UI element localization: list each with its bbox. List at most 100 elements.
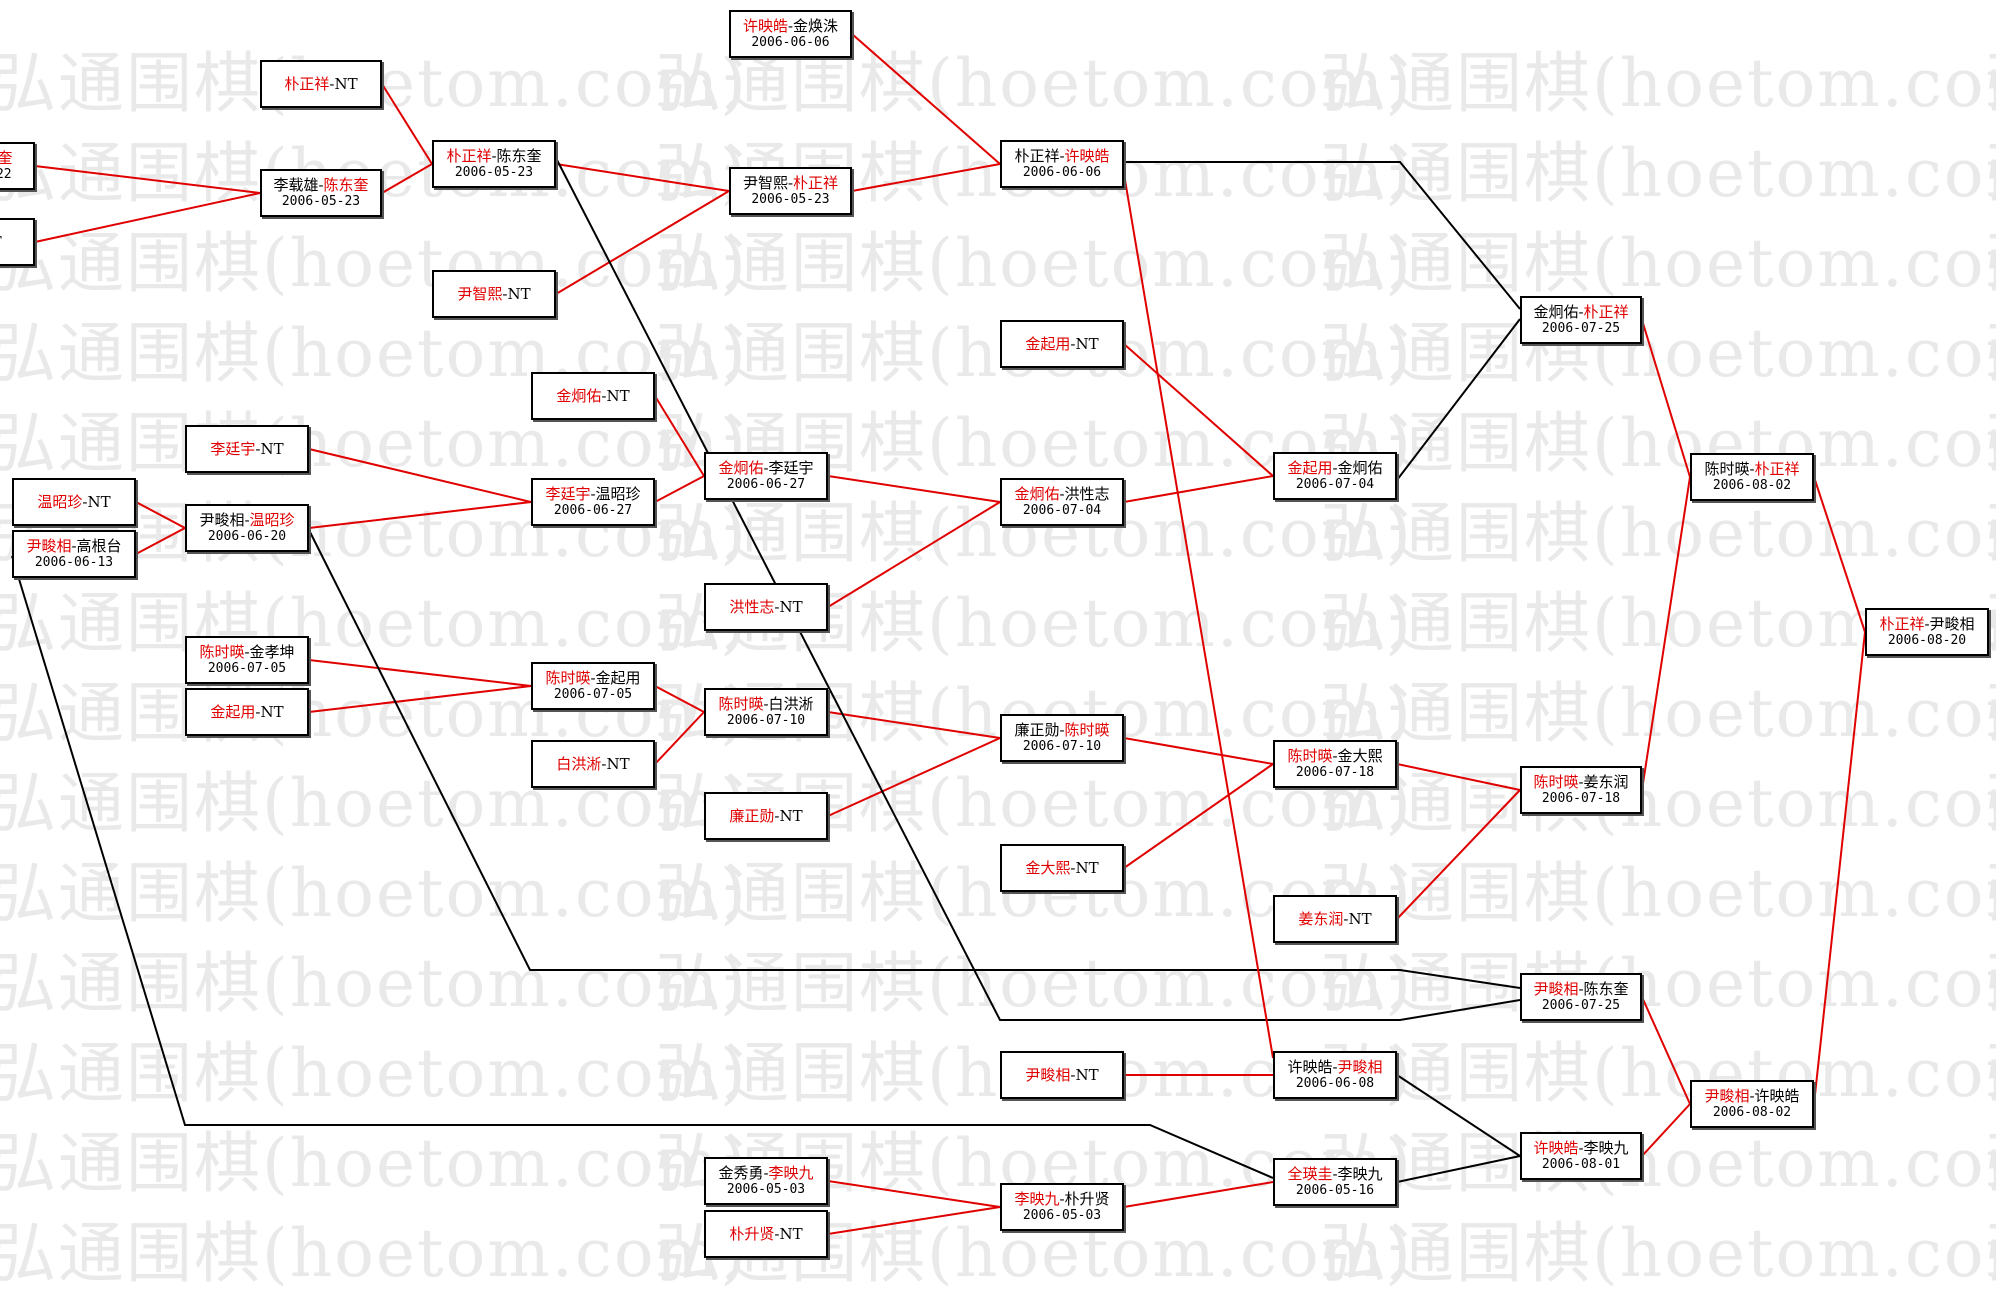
player-one: 尹智熙 bbox=[457, 285, 503, 303]
player-one: 廉正勋 bbox=[1014, 721, 1060, 739]
match-players: 金炯佑-李廷宇 bbox=[718, 459, 813, 477]
connector-line bbox=[1396, 1155, 1521, 1183]
player-separator: - bbox=[1343, 910, 1349, 928]
player-separator: - bbox=[1059, 147, 1065, 165]
player-one: 陈时暎 bbox=[1287, 747, 1333, 765]
match-players: 朴正祥-NT bbox=[284, 75, 357, 93]
match-date: 2006-06-27 bbox=[726, 477, 806, 492]
match-node[interactable]: 白洪淅-NT bbox=[531, 740, 655, 788]
player-separator: - bbox=[1749, 460, 1755, 478]
player-two: 金起用 bbox=[595, 669, 641, 687]
match-players: 白洪淅-NT bbox=[556, 755, 629, 773]
winner-connector-line bbox=[34, 192, 261, 243]
player-one: 李廷宇 bbox=[545, 485, 591, 503]
player-one: 姜东润 bbox=[1298, 910, 1344, 928]
player-one: 廉正勋 bbox=[729, 807, 775, 825]
winner-connector-line bbox=[1813, 476, 1866, 633]
match-node[interactable]: 廉正勋-NT bbox=[704, 792, 828, 840]
match-node[interactable]: 尹正-NT bbox=[0, 218, 35, 266]
match-players: 尹正-陈东奎 bbox=[0, 149, 13, 167]
match-node[interactable]: 朴正祥-NT bbox=[260, 60, 382, 108]
player-two: 姜东润 bbox=[1583, 773, 1629, 791]
winner-connector-line bbox=[135, 527, 186, 555]
player-two: 温昭珍 bbox=[595, 485, 641, 503]
match-node[interactable]: 朴升贤-NT bbox=[704, 1210, 828, 1258]
player-one: 李廷宇 bbox=[210, 440, 256, 458]
match-players: 廉正勋-NT bbox=[729, 807, 802, 825]
player-separator: - bbox=[329, 75, 335, 93]
match-date: 2006-06-08 bbox=[1295, 1076, 1375, 1091]
match-players: 许映皓-尹畯相 bbox=[1287, 1058, 1382, 1076]
player-two: NT bbox=[507, 285, 531, 303]
player-one: 全瑛圭 bbox=[1287, 1165, 1333, 1183]
match-node[interactable]: 金起用-NT bbox=[1000, 320, 1124, 368]
match-node[interactable]: 金起用-NT bbox=[185, 688, 309, 736]
match-node[interactable]: 洪性志-NT bbox=[704, 583, 828, 631]
player-separator: - bbox=[774, 1225, 780, 1243]
player-two: NT bbox=[87, 493, 111, 511]
match-node[interactable]: 尹畯相-NT bbox=[1000, 1051, 1124, 1099]
player-two: 金孝坤 bbox=[249, 643, 295, 661]
winner-connector-line bbox=[135, 501, 186, 529]
match-players: 金起用-金炯佑 bbox=[1287, 459, 1382, 477]
player-one: 金起用 bbox=[1287, 459, 1333, 477]
match-node[interactable]: 金炯佑-NT bbox=[531, 372, 655, 420]
connector-line bbox=[308, 529, 1521, 989]
match-node[interactable]: 尹智熙-NT bbox=[432, 270, 556, 318]
match-players: 尹畯相-高根台 bbox=[26, 537, 121, 555]
player-one: 朴正祥 bbox=[1014, 147, 1060, 165]
match-node[interactable]: 温昭珍-NT bbox=[12, 478, 136, 526]
player-two: 陈东奎 bbox=[496, 147, 542, 165]
match-node[interactable]: 姜东润-NT bbox=[1273, 895, 1397, 943]
player-two: NT bbox=[779, 598, 803, 616]
player-two: NT bbox=[779, 807, 803, 825]
match-node[interactable]: 李廷宇-NT bbox=[185, 425, 309, 473]
player-separator: - bbox=[601, 755, 607, 773]
match-players: 金炯佑-洪性志 bbox=[1014, 485, 1109, 503]
winner-connector-line bbox=[1123, 173, 1274, 1059]
player-one: 金炯佑 bbox=[1533, 303, 1579, 321]
player-separator: - bbox=[590, 669, 596, 687]
player-separator: - bbox=[590, 485, 596, 503]
player-one: 金炯佑 bbox=[1014, 485, 1060, 503]
player-one: 李载雄 bbox=[273, 176, 319, 194]
player-two: NT bbox=[779, 1225, 803, 1243]
match-node[interactable]: 金大熙-NT bbox=[1000, 844, 1124, 892]
player-one: 陈时暎 bbox=[545, 669, 591, 687]
match-players: 许映皓-金焕洙 bbox=[743, 17, 838, 35]
winner-connector-line bbox=[654, 711, 705, 765]
match-date: 2006-08-01 bbox=[1541, 1157, 1621, 1172]
player-separator: - bbox=[1332, 1058, 1338, 1076]
match-players: 温昭珍-NT bbox=[37, 493, 110, 511]
match-date: 2006-05-03 bbox=[726, 1182, 806, 1197]
player-one: 尹畯相 bbox=[199, 511, 245, 529]
